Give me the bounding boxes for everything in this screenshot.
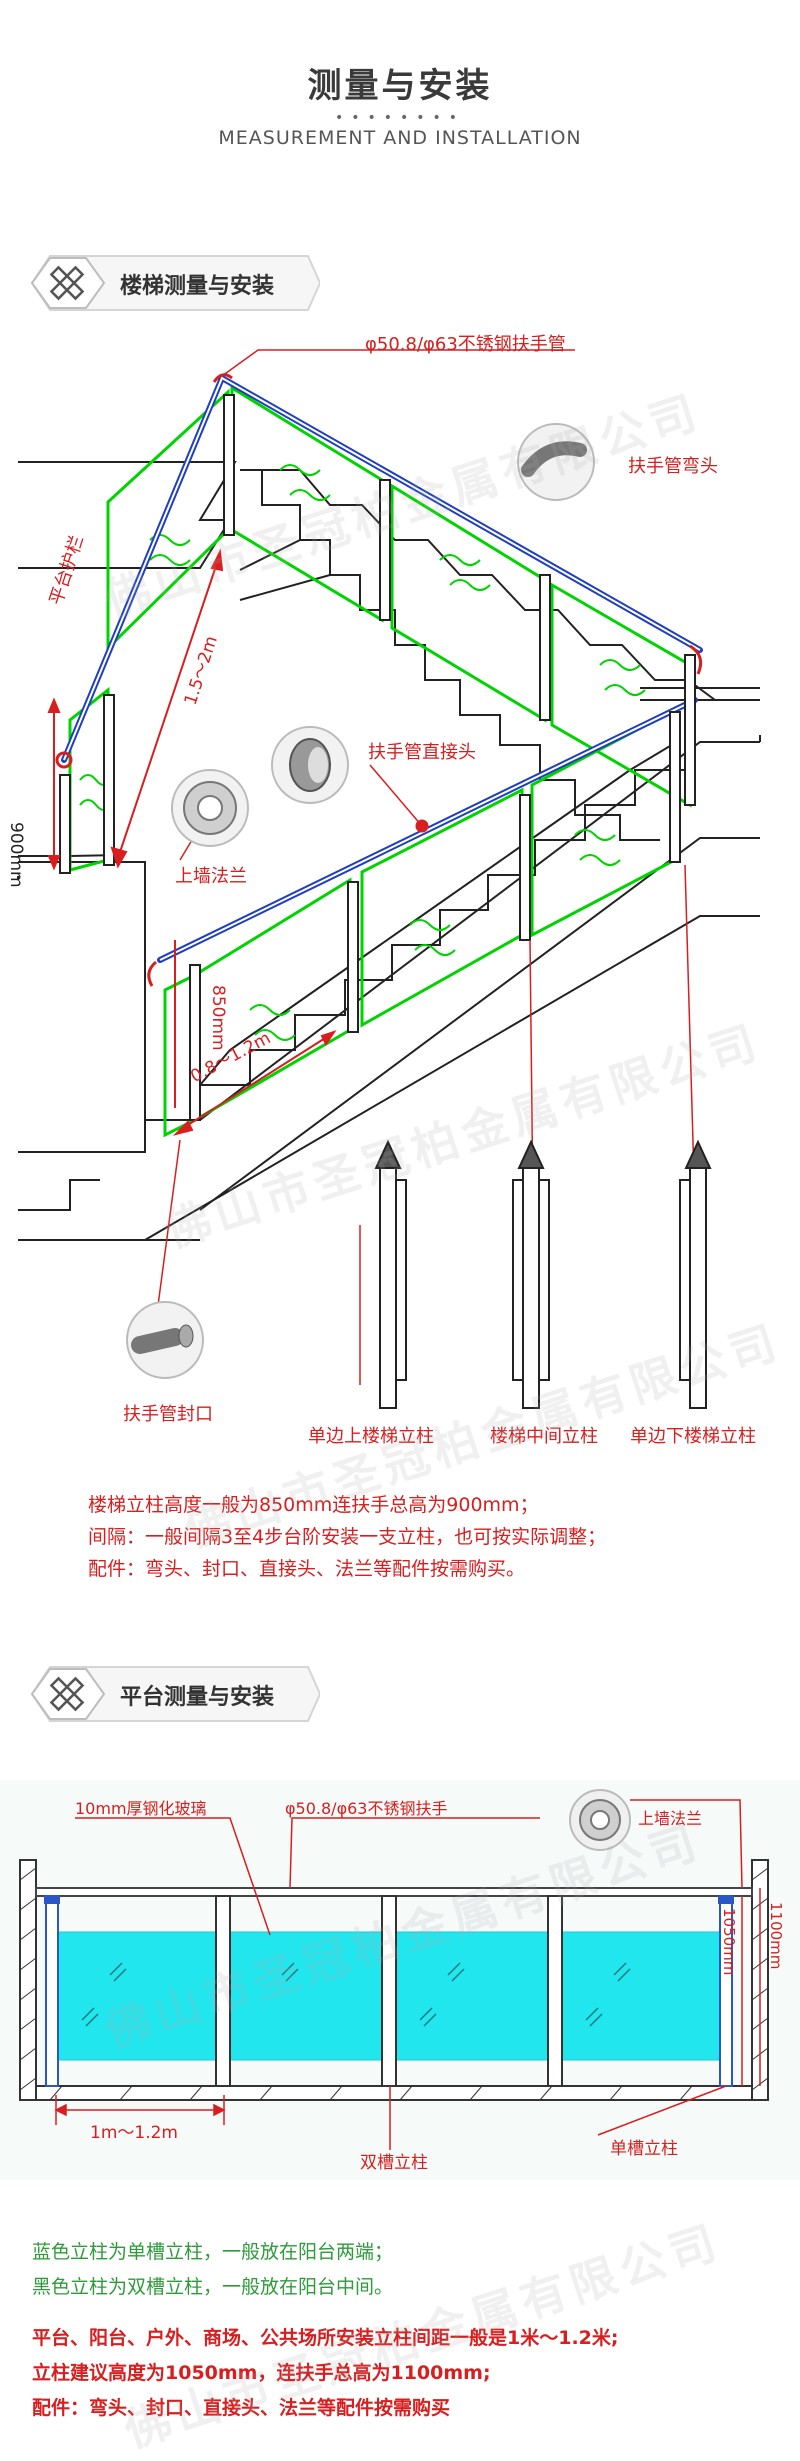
stair-section-title: 楼梯测量与安装	[120, 274, 275, 299]
banner-shape	[30, 255, 320, 311]
platform-section-banner: 平台测量与安装	[20, 1663, 320, 1725]
label-platform-spacing: 1m～1.2m	[90, 2123, 178, 2143]
stair-note-2: 间隔：一般间隔3至4步台阶安装一支立柱，也可按实际调整；	[88, 1526, 607, 1548]
label-wall-flange: 上墙法兰	[175, 866, 247, 887]
ruler-pencil-icon	[49, 1676, 85, 1712]
platform-handrail	[35, 1887, 753, 1897]
platform-section-title: 平台测量与安装	[120, 1685, 275, 1710]
wall-flange-accessory-icon	[171, 769, 249, 847]
platform-note-red-2: 立柱建议高度为1050mm，连扶手总高为1100mm;	[32, 2362, 491, 2384]
handrail-highlight	[63, 376, 701, 961]
floor-slab	[35, 2085, 753, 2101]
label-post-top: 单边上楼梯立柱	[308, 1426, 434, 1447]
label-single-post: 单槽立柱	[610, 2139, 678, 2159]
label-straight-joint: 扶手管直接头	[368, 742, 476, 763]
label-handrail: φ50.8/φ63不锈钢扶手	[285, 1799, 448, 1818]
stair-section-banner: 楼梯测量与安装	[20, 252, 320, 314]
platform-diagram	[0, 1780, 800, 2180]
stair-dimension-arrows	[47, 548, 337, 1136]
label-double-post: 双槽立柱	[360, 2153, 428, 2173]
title-dots-divider: ••••••••	[334, 110, 466, 126]
stair-structure-lines	[17, 461, 761, 1241]
elbow-accessory-icon	[517, 423, 595, 501]
end-cap-accessory-icon	[126, 1301, 204, 1379]
platform-note-red-3: 配件：弯头、封口、直接头、法兰等配件按需购买	[32, 2397, 451, 2419]
straight-joint-accessory-icon	[271, 726, 349, 804]
lower-stair-steps	[145, 739, 690, 1121]
platform-note-red-1: 平台、阳台、户外、商场、公共场所安装立柱间距一般是1米～1.2米;	[32, 2327, 619, 2349]
platform-wall-flange-icon	[569, 1789, 631, 1851]
label-end-cap: 扶手管封口	[123, 1404, 213, 1425]
platform-note-green-2: 黑色立柱为双槽立柱，一般放在阳台中间。	[32, 2276, 394, 2298]
detail-posts	[374, 1139, 712, 1409]
banner-shape	[30, 1666, 320, 1722]
upper-stair-steps	[239, 469, 716, 841]
stair-note-3: 配件：弯头、封口、直接头、法兰等配件按需购买。	[88, 1558, 526, 1580]
label-height-900: 900mm	[6, 822, 26, 888]
label-elbow: 扶手管弯头	[628, 456, 718, 477]
platform-leader-lines	[75, 1799, 743, 2150]
label-handrail-pipe: φ50.8/φ63不锈钢扶手管	[365, 334, 566, 355]
platform-note-green-1: 蓝色立柱为单槽立柱，一般放在阳台两端；	[32, 2241, 394, 2263]
stair-diagram	[17, 349, 761, 1409]
stair-note-1: 楼梯立柱高度一般为850mm连扶手总高为900mm；	[88, 1494, 539, 1516]
platform-dimension-arrows	[54, 1888, 761, 2125]
ruler-pencil-icon	[49, 265, 85, 301]
page-title: 测量与安装	[307, 66, 493, 106]
label-post-bottom: 单边下楼梯立柱	[630, 1426, 756, 1447]
stair-posts	[59, 394, 696, 1121]
left-wall	[19, 1859, 37, 2101]
label-height-1050: 1050mm	[720, 1908, 738, 1976]
platform-glass-panels	[57, 1931, 721, 2061]
label-height-1100: 1100mm	[767, 1902, 785, 1970]
label-height-850: 850mm	[208, 985, 228, 1051]
label-glass: 10mm厚钢化玻璃	[75, 1799, 207, 1818]
label-platform-wall-flange: 上墙法兰	[638, 1809, 703, 1828]
page-subtitle: MEASUREMENT AND INSTALLATION	[218, 127, 582, 149]
glass-reflection-marks	[81, 1962, 631, 2027]
label-post-middle: 楼梯中间立柱	[490, 1426, 598, 1447]
